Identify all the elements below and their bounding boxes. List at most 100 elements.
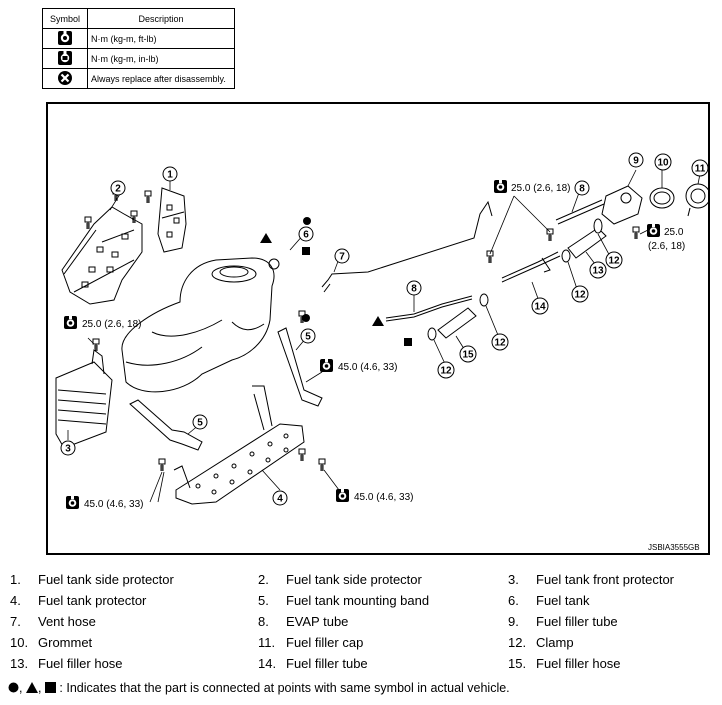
fuel-tank-exploded-diagram: 25.0 (2.6, 18) 25.0 (2.6, 18) 25.0 (2.6,… xyxy=(46,102,710,555)
vent-hose xyxy=(321,200,493,288)
legend-header-row: Symbol Description xyxy=(42,8,235,29)
triangle-marker xyxy=(372,316,384,326)
list-item: 5.Fuel tank mounting band xyxy=(258,593,430,608)
part-callouts: 1 2 3 4 5 5 6 7 8 8 9 10 11 12 12 12 12 … xyxy=(60,152,708,506)
footnote-text: : Indicates that the part is connected a… xyxy=(59,681,510,695)
list-item: 12.Clamp xyxy=(508,635,574,650)
list-item: 6.Fuel tank xyxy=(508,593,590,608)
symbol-legend-table: Symbol Description N·m (kg-m, ft-lb) N·m… xyxy=(42,8,235,89)
legend-row: N·m (kg-m, ft-lb) xyxy=(42,28,235,49)
figure-code: JSBIA3555GB xyxy=(648,543,700,552)
callout-number: 15 xyxy=(462,350,474,361)
callout-number: 12 xyxy=(608,256,620,267)
callout-number: 11 xyxy=(695,164,706,175)
list-item: 8.EVAP tube xyxy=(258,614,349,629)
circle-marker xyxy=(303,217,311,225)
list-item: 15.Fuel filler hose xyxy=(508,656,621,671)
triangle-marker xyxy=(260,233,272,243)
fuel-filler-hose-lower xyxy=(437,307,477,339)
square-marker-icon xyxy=(44,682,56,693)
clamp xyxy=(479,293,489,307)
torque-value: (2.6, 18) xyxy=(648,241,685,252)
list-item: 3.Fuel tank front protector xyxy=(508,572,675,587)
legend-row: Always replace after disassembly. xyxy=(42,68,235,89)
torque-value: 45.0 (4.6, 33) xyxy=(354,492,413,503)
legend-header-symbol: Symbol xyxy=(42,8,88,29)
torque-icon xyxy=(65,495,80,510)
bolt-icon xyxy=(298,448,306,462)
fuel-tank-side-protector-right xyxy=(157,187,187,253)
torque-icon xyxy=(335,488,350,503)
list-item: 7.Vent hose xyxy=(10,614,96,629)
callout-number: 10 xyxy=(657,158,669,169)
list-item: 13.Fuel filler hose xyxy=(10,656,123,671)
callout-number: 5 xyxy=(305,332,311,343)
torque-value: 25.0 xyxy=(664,227,684,238)
torque-value: 45.0 (4.6, 33) xyxy=(84,499,143,510)
fuel-filler-cap xyxy=(685,183,708,217)
torque-icon xyxy=(63,315,78,330)
triangle-marker-icon xyxy=(25,682,38,693)
bolt-icon xyxy=(144,190,152,204)
legend-header-description: Description xyxy=(87,8,235,29)
clamp xyxy=(593,218,603,234)
torque-value: 25.0 (2.6, 18) xyxy=(82,319,141,330)
replace-icon xyxy=(58,70,72,85)
evap-tube xyxy=(385,295,473,319)
legend-text: N·m (kg-m, ft-lb) xyxy=(87,28,235,49)
square-marker xyxy=(404,338,412,346)
legend-row: N·m (kg-m, in-lb) xyxy=(42,48,235,69)
list-item: 9.Fuel filler tube xyxy=(508,614,618,629)
circle-marker xyxy=(302,314,310,322)
list-item: 11.Fuel filler cap xyxy=(258,635,364,650)
torque-icon xyxy=(58,30,72,45)
callout-number: 5 xyxy=(197,418,203,429)
fuel-tank-side-protector-left xyxy=(61,206,143,305)
legend-text: Always replace after disassembly. xyxy=(87,68,235,89)
legend-text: N·m (kg-m, in-lb) xyxy=(87,48,235,69)
fuel-tank-front-protector xyxy=(55,349,113,449)
callout-number: 4 xyxy=(277,494,283,505)
callout-number: 12 xyxy=(494,338,506,349)
bolt-icon xyxy=(84,216,92,230)
callout-number: 9 xyxy=(633,156,639,167)
fuel-filler-tube xyxy=(501,251,559,279)
bolt-icon xyxy=(318,458,326,472)
torque-icon xyxy=(646,223,661,238)
bolt-icon xyxy=(486,250,494,264)
list-item: 2.Fuel tank side protector xyxy=(258,572,422,587)
bolt-icon xyxy=(92,338,100,352)
list-item: 14.Fuel filler tube xyxy=(258,656,368,671)
callout-number: 6 xyxy=(303,230,309,241)
bolt-icon xyxy=(158,458,166,472)
callout-number: 13 xyxy=(592,266,604,277)
list-item: 10.Grommet xyxy=(10,635,93,650)
callout-number: 2 xyxy=(115,184,121,195)
circle-marker-icon xyxy=(8,682,19,693)
callout-number: 8 xyxy=(579,184,585,195)
torque-value: 45.0 (4.6, 33) xyxy=(338,362,397,373)
fuel-filler-hose-upper xyxy=(567,227,607,259)
torque-icon xyxy=(319,358,334,373)
clamp xyxy=(427,327,437,341)
callout-number: 8 xyxy=(411,284,417,295)
torque-value: 25.0 (2.6, 18) xyxy=(511,183,570,194)
grommet xyxy=(649,187,675,209)
fuel-tank-mounting-band xyxy=(129,327,323,451)
callout-number: 1 xyxy=(167,170,173,181)
fuel-tank-protector xyxy=(173,385,305,505)
list-item: 1.Fuel tank side protector xyxy=(10,572,174,587)
bolt-icon xyxy=(546,228,554,242)
list-item: 4.Fuel tank protector xyxy=(10,593,147,608)
clamp xyxy=(561,249,571,263)
callout-number: 12 xyxy=(574,290,586,301)
torque-icon xyxy=(493,179,508,194)
callout-number: 14 xyxy=(534,302,546,313)
callout-number: 3 xyxy=(65,444,71,455)
fuel-tank xyxy=(121,257,280,393)
callout-number: 12 xyxy=(440,366,452,377)
callout-number: 7 xyxy=(339,252,345,263)
fuel-filler-tube-head xyxy=(601,185,643,225)
torque-small-icon xyxy=(58,50,72,65)
bolt-icon xyxy=(632,226,640,240)
